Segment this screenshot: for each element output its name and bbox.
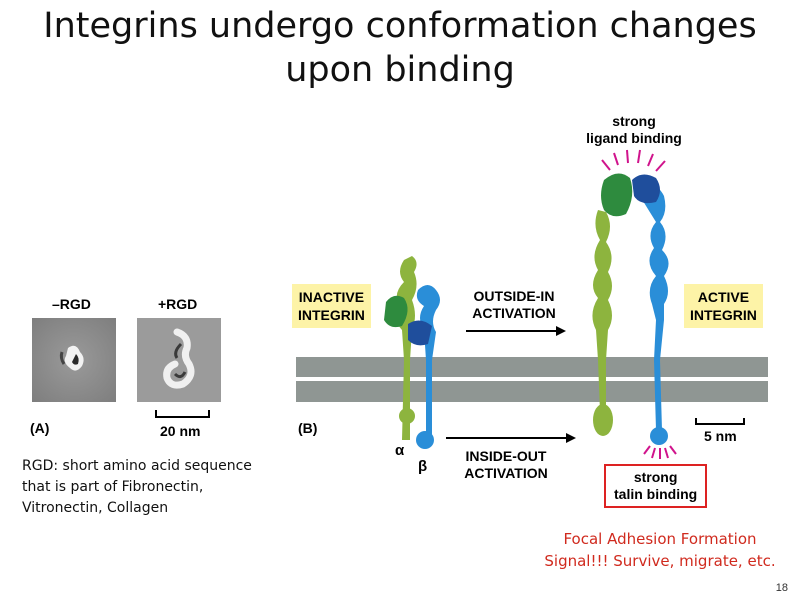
focal-note-line-1: Focal Adhesion Formation (563, 530, 757, 548)
strong-ligand-line-2: ligand binding (586, 130, 682, 146)
active-line-1: ACTIVE (697, 289, 750, 305)
inside-out-label: INSIDE-OUT ACTIVATION (458, 448, 554, 482)
em-image-minus-rgd (32, 318, 116, 402)
outside-in-label: OUTSIDE-IN ACTIVATION (466, 288, 562, 322)
talin-binding-rays (643, 445, 677, 459)
strong-talin-binding-box: strong talin binding (604, 464, 708, 508)
title-line-2: upon binding (285, 50, 515, 90)
inactive-integrin-shape (384, 256, 440, 449)
title-line-1: Integrins undergo conformation changes (43, 6, 757, 46)
rgd-note-line-1: RGD: short amino acid sequence (22, 458, 252, 474)
plus-rgd-label: +RGD (158, 296, 198, 312)
panel-a-label: (A) (30, 420, 50, 436)
alpha-subunit-label: α (395, 442, 405, 459)
scale-bar-5nm-label: 5 nm (704, 428, 737, 444)
slide-title: Integrins undergo conformation changes u… (0, 4, 800, 92)
focal-note-line-2: Signal!!! Survive, migrate, etc. (544, 552, 776, 570)
active-integrin-label: ACTIVE INTEGRIN (684, 284, 763, 328)
em-image-plus-rgd (137, 318, 221, 402)
active-integrin-shape (592, 173, 669, 445)
outside-in-arrow (466, 326, 566, 336)
focal-adhesion-note: Focal Adhesion Formation Signal!!! Survi… (530, 528, 790, 572)
ligand-binding-rays (601, 149, 666, 172)
minus-rgd-label: –RGD (52, 296, 91, 312)
strong-talin-line-1: strong (633, 469, 678, 485)
inside-out-line-1: INSIDE-OUT (465, 448, 547, 464)
inside-out-arrow (446, 433, 576, 443)
panel-b-scale-bar (695, 418, 745, 425)
inactive-line-1: INACTIVE (298, 289, 365, 305)
beta-subunit-label: β (418, 458, 428, 475)
active-line-2: INTEGRIN (690, 307, 757, 323)
strong-ligand-line-1: strong (612, 113, 656, 129)
outside-in-line-2: ACTIVATION (472, 305, 556, 321)
panel-b-label: (B) (298, 420, 318, 436)
strong-ligand-binding-label: strong ligand binding (574, 113, 694, 147)
rgd-note-line-2: that is part of Fibronectin, (22, 479, 204, 495)
membrane-outer-leaflet (296, 357, 768, 377)
inactive-integrin-label: INACTIVE INTEGRIN (292, 284, 371, 328)
rgd-note-line-3: Vitronectin, Collagen (22, 500, 169, 516)
slide-number: 18 (775, 582, 788, 594)
strong-talin-line-2: talin binding (614, 486, 698, 502)
rgd-note: RGD: short amino acid sequence that is p… (22, 456, 252, 519)
membrane-inner-leaflet (296, 381, 768, 402)
inside-out-line-2: ACTIVATION (464, 465, 548, 481)
inactive-line-2: INTEGRIN (298, 307, 365, 323)
scale-bar-20nm-label: 20 nm (160, 423, 201, 439)
outside-in-line-1: OUTSIDE-IN (473, 288, 555, 304)
